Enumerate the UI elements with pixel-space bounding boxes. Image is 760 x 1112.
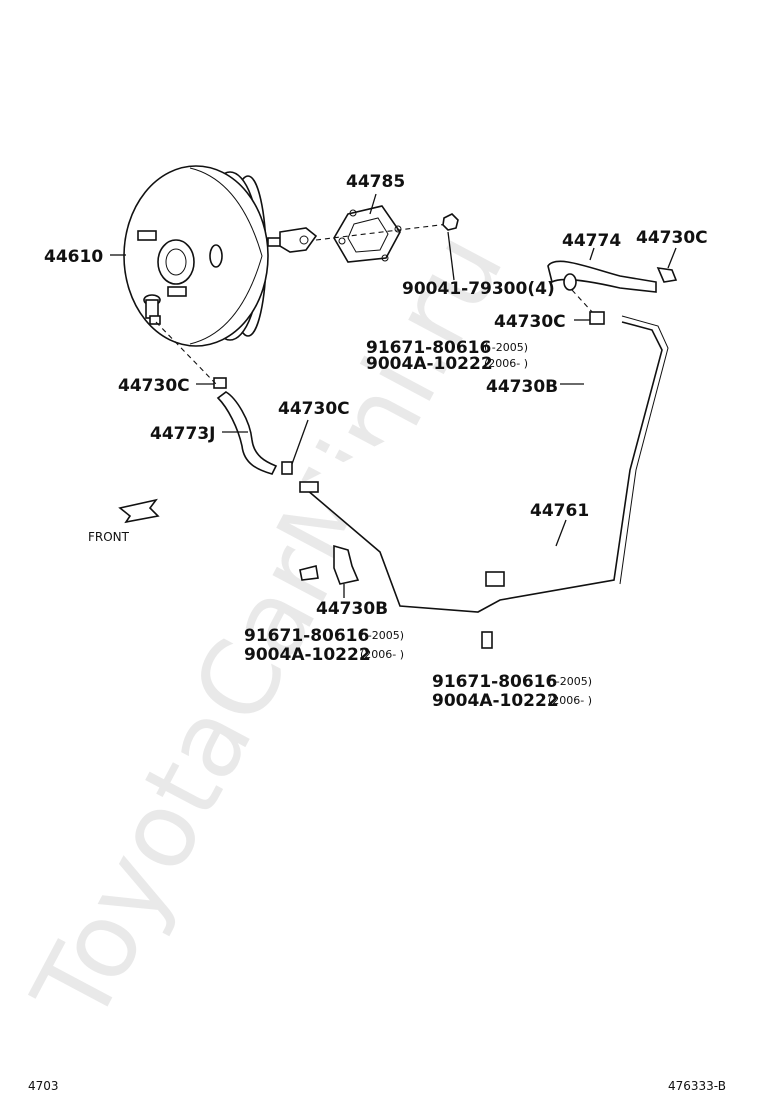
label-clip-upper-right: 44730C — [636, 228, 708, 248]
bolt-group-upper: 91671-80616 ( -2005) 9004A-10222 (2006- … — [366, 338, 528, 374]
bolt-range-a: ( -2005) — [548, 675, 592, 688]
bolt-part-a: 91671-80616 — [366, 338, 491, 358]
footer-figure-code: 476333-B — [668, 1079, 726, 1093]
clamp-lower — [299, 544, 360, 585]
label-gasket: 44785 — [346, 172, 405, 192]
label-clip-center: 44730C — [278, 399, 350, 419]
brake-booster — [123, 165, 318, 347]
front-arrow-icon — [118, 498, 160, 524]
label-clamp-upper: 44730B — [486, 377, 558, 397]
bolt-range-b: (2006- ) — [484, 357, 528, 370]
bolt-range-b: (2006- ) — [360, 648, 404, 661]
bolt-part-b: 9004A-10222 — [432, 691, 559, 711]
bolt-range-b: (2006- ) — [548, 694, 592, 707]
front-label: FRONT — [88, 530, 130, 544]
label-booster: 44610 — [44, 247, 103, 267]
gasket — [333, 205, 402, 263]
label-hose-j: 44773J — [150, 424, 215, 444]
label-clip-upper-mid: 44730C — [494, 312, 566, 332]
bolt-part-b: 9004A-10222 — [244, 645, 371, 665]
nut — [442, 213, 459, 231]
hose-upper — [547, 260, 678, 293]
label-clip-left: 44730C — [118, 376, 190, 396]
bolt-range-a: ( -2005) — [484, 341, 528, 354]
label-hose-upper: 44774 — [562, 231, 621, 251]
bolt-part-a: 91671-80616 — [244, 626, 369, 646]
label-clamp-lower: 44730B — [316, 599, 388, 619]
bolt-group-lower-right: 91671-80616 ( -2005) 9004A-10222 (2006- … — [432, 672, 592, 711]
bolt-part-a: 91671-80616 — [432, 672, 557, 692]
bolt-group-lower-left: 91671-80616 ( -2005) 9004A-10222 (2006- … — [244, 626, 404, 665]
clip-upper-mid — [589, 311, 605, 325]
hose-j — [213, 377, 293, 475]
label-tube: 44761 — [530, 501, 589, 521]
label-nut: 90041-79300(4) — [402, 279, 555, 299]
bolt-part-b: 9004A-10222 — [366, 354, 493, 374]
footer-page-code: 4703 — [28, 1079, 59, 1093]
bolt-range-a: ( -2005) — [360, 629, 404, 642]
tube — [299, 315, 669, 613]
bolt-lower-right — [481, 631, 493, 649]
